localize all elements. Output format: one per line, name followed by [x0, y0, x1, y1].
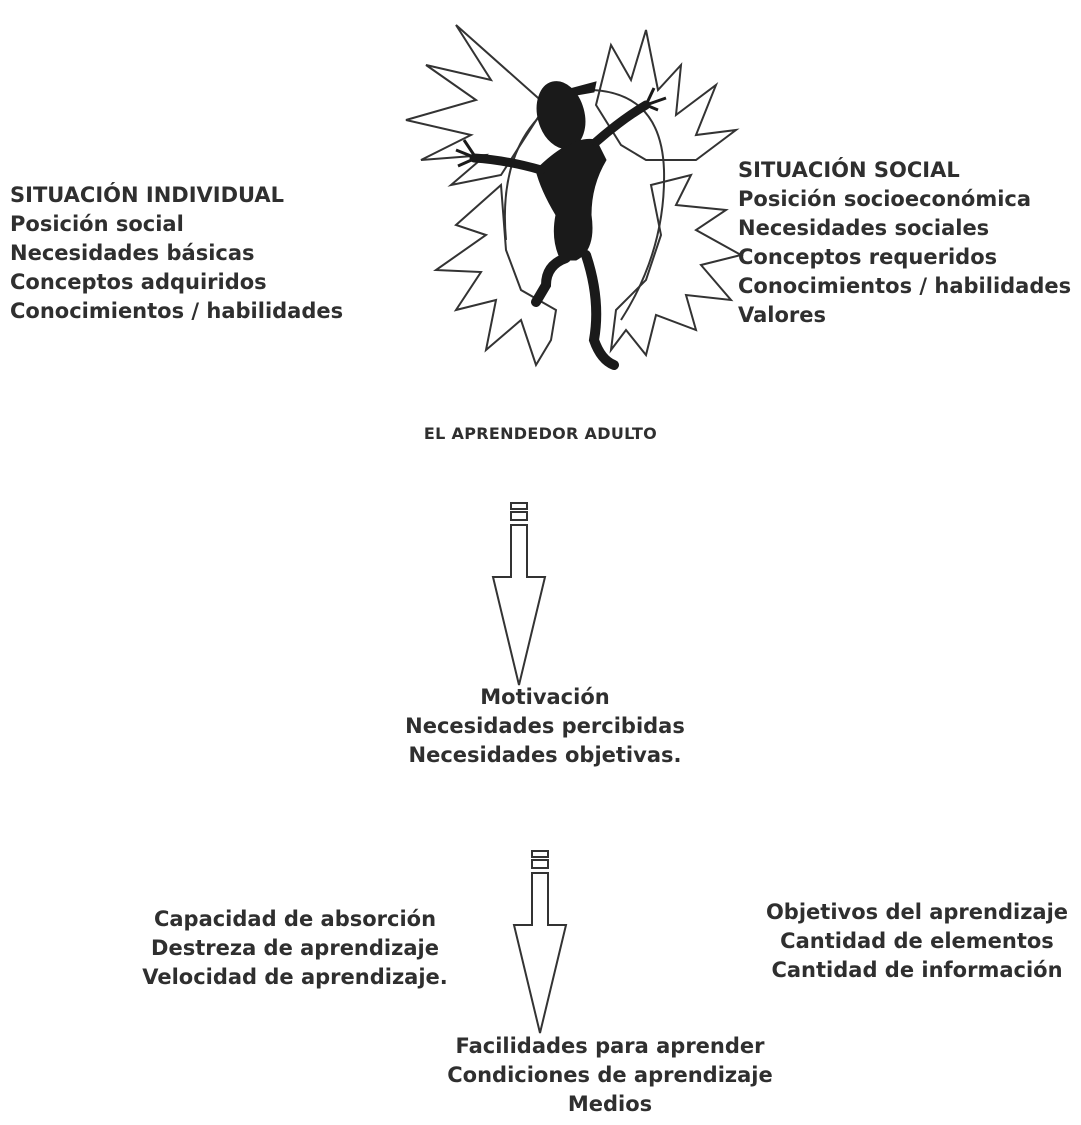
left-burst-shape	[405, 24, 548, 187]
right-lower-burst-shape	[609, 173, 744, 358]
figure-caption: EL APRENDEDOR ADULTO	[423, 424, 658, 443]
learning-objectives-item: Objetivos del aprendizaje	[765, 900, 1069, 924]
social-situation-item: Necesidades sociales	[738, 216, 990, 240]
down-arrow-icon	[512, 850, 568, 1034]
social-situation-item: Conceptos requeridos	[738, 245, 998, 269]
stick-figure	[455, 81, 667, 370]
learner-capacity-item: Capacidad de absorción	[153, 907, 437, 931]
learner-capacity-item: Destreza de aprendizaje	[151, 936, 439, 960]
social-situation-title: SITUACIÓN SOCIAL	[738, 158, 960, 182]
learning-facilities-item: Facilidades para aprender	[455, 1034, 765, 1058]
learning-objectives-item: Cantidad de elementos	[780, 929, 1054, 953]
learning-facilities-item: Condiciones de aprendizaje	[447, 1063, 773, 1087]
social-situation-item: Conocimientos / habilidades	[738, 274, 1072, 298]
down-arrow-icon	[491, 502, 547, 686]
social-situation-item: Valores	[738, 303, 826, 327]
individual-situation-item: Necesidades básicas	[10, 241, 255, 265]
motivation-item: Motivación	[480, 685, 610, 709]
individual-situation-item: Posición social	[10, 212, 184, 236]
learning-objectives-item: Cantidad de información	[771, 958, 1063, 982]
individual-situation-title: SITUACIÓN INDIVIDUAL	[10, 183, 285, 207]
ellipse-outline	[503, 88, 666, 321]
motivation-block: Motivación Necesidades percibidas Necesi…	[380, 683, 710, 770]
social-situation-block: SITUACIÓN SOCIAL Posición socioeconómica…	[738, 156, 1071, 330]
individual-situation-item: Conocimientos / habilidades	[10, 299, 344, 323]
learning-objectives-block: Objetivos del aprendizaje Cantidad de el…	[752, 898, 1081, 985]
motivation-item: Necesidades objetivas.	[408, 743, 682, 767]
adult-learner-illustration	[405, 24, 744, 370]
social-situation-item: Posición socioeconómica	[738, 187, 1032, 211]
learner-capacity-item: Velocidad de aprendizaje.	[142, 965, 448, 989]
learning-facilities-item: Medios	[567, 1092, 653, 1116]
motivation-item: Necesidades percibidas	[405, 714, 685, 738]
individual-situation-item: Conceptos adquiridos	[10, 270, 267, 294]
left-lower-burst-shape	[433, 182, 558, 368]
learner-capacity-block: Capacidad de absorción Destreza de apren…	[110, 905, 480, 992]
right-upper-burst-shape	[594, 29, 740, 161]
individual-situation-block: SITUACIÓN INDIVIDUAL Posición social Nec…	[10, 181, 343, 326]
learning-facilities-block: Facilidades para aprender Condiciones de…	[430, 1032, 790, 1119]
